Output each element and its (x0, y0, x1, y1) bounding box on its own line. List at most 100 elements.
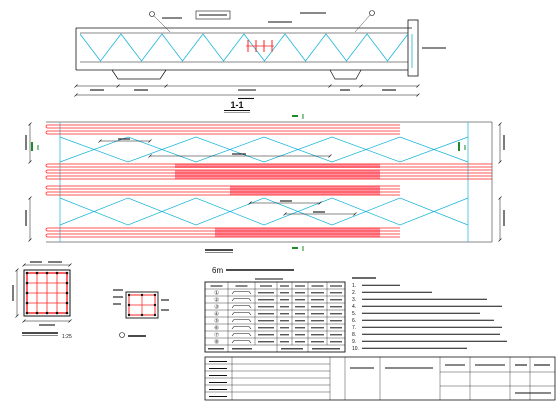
section-outline (23, 269, 71, 317)
title-block (204, 356, 556, 401)
note-number: 7. (352, 325, 356, 331)
dimension-tick (328, 154, 332, 158)
dimension-tick (98, 139, 102, 143)
bottom-flange-rebar (45, 233, 400, 238)
detail-rebar-dot (153, 293, 157, 297)
dimension-tick (318, 201, 322, 205)
detail-rebar-dot (127, 303, 131, 307)
detail-outline (125, 291, 159, 319)
dimension-tick (148, 139, 152, 143)
note-number: 5. (352, 311, 356, 317)
longitudinal-rebar-dot (65, 311, 69, 315)
longitudinal-rebar-dot (45, 271, 49, 275)
table-row-id: ⑦ (214, 332, 219, 339)
dimension-tick (498, 122, 502, 126)
rebar-shape-sketch (231, 291, 252, 295)
rebar-shape-sketch (231, 333, 252, 337)
rebar-callout-circle (149, 11, 155, 17)
dimension-tick (22, 263, 26, 267)
section-mark-label: I (302, 246, 304, 253)
detail-callout-circle (119, 332, 125, 338)
detail-rebar-dot (127, 313, 131, 317)
longitudinal-rebar-dot (25, 291, 29, 295)
dimension-tick (359, 84, 363, 88)
note-number: 8. (352, 332, 356, 338)
detail-rebar-dot (140, 293, 144, 297)
table-row-id: ⑧ (214, 340, 219, 346)
rebar-shape-sketch (231, 319, 252, 323)
callout-leader (354, 14, 371, 33)
reinforced-band-fill (175, 163, 380, 168)
top-flange-rebar (45, 124, 400, 129)
lower-web-rebar (45, 191, 400, 196)
web-rebar (45, 163, 492, 168)
rebar-shape-sketch (231, 326, 252, 330)
support-bracket-left (111, 69, 167, 80)
table-row-id: ① (214, 291, 219, 297)
longitudinal-rebar-dot (55, 311, 59, 315)
detail-rebar-dot (153, 313, 157, 317)
note-number: 3. (352, 297, 356, 303)
table-row-id: ② (214, 297, 219, 304)
rebar-shape-sketch (231, 298, 252, 302)
table-title-size: 6m (212, 266, 223, 275)
section-mark-label: I (464, 145, 466, 152)
top-flange-rebar (45, 130, 400, 135)
web-rebar (45, 175, 492, 180)
longitudinal-rebar-dot (65, 281, 69, 285)
dimension-tick (15, 314, 19, 318)
dimension-tick (328, 84, 332, 88)
dimension-tick (68, 319, 72, 323)
detail-rebar-dot (140, 313, 144, 317)
dimension-tick (74, 84, 78, 88)
lower-web-rebar (45, 185, 400, 190)
note-number: 2. (352, 290, 356, 296)
dimension-tick (498, 196, 502, 200)
note-number: 9. (352, 339, 356, 345)
cross-section-detail: 1:25 (12, 261, 72, 340)
diagonal-rebar-upper (59, 136, 469, 163)
dimension-tick (15, 268, 19, 272)
dimension-tick (148, 154, 152, 158)
diagonal-rebar-lower (59, 197, 469, 226)
dimension-tick (248, 201, 252, 205)
reinforced-band-fill (215, 227, 380, 238)
dimension-tick (164, 84, 168, 88)
table-row-id: ⑥ (214, 326, 219, 332)
detail-rebar-dot (153, 303, 157, 307)
section-title-group: 1-1 (224, 100, 250, 113)
longitudinal-rebar-dot (65, 291, 69, 295)
longitudinal-rebar-dot (55, 271, 59, 275)
longitudinal-rebar-dot (25, 311, 29, 315)
note-number: 4. (352, 304, 356, 310)
reinforced-band-fill (175, 169, 380, 180)
bottom-flange-rebar (45, 227, 400, 232)
plan-view: I I I I (25, 114, 505, 253)
longitudinal-rebar-dot (65, 271, 69, 275)
section-mark-label: I (37, 145, 39, 152)
dimension-tick (498, 160, 502, 164)
rebar-shape-sketch (231, 340, 252, 344)
dimension-tick (22, 319, 26, 323)
callout-leader (153, 15, 171, 33)
section-mark-label: I (302, 114, 304, 121)
diagonal-rebar-lower (59, 197, 469, 226)
table-row-id: ⑤ (214, 319, 219, 325)
dimension-tick (416, 84, 420, 88)
support-bracket-right (329, 69, 362, 80)
longitudinal-rebar-dot (65, 301, 69, 305)
section-title: 1-1 (230, 100, 243, 110)
dimension-tick (116, 84, 120, 88)
web-rebar (45, 169, 492, 174)
reinforced-band-fill (230, 185, 380, 196)
rebar-shape-sketch (231, 305, 252, 309)
scale-label: 1:25 (62, 334, 72, 340)
longitudinal-rebar-dot (45, 311, 49, 315)
note-number: 1. (352, 283, 356, 289)
dimension-tick (28, 238, 32, 242)
dimension-tick (283, 212, 287, 216)
longitudinal-rebar-dot (35, 271, 39, 275)
dimension-tick (498, 238, 502, 242)
rebar-detail (113, 289, 169, 338)
